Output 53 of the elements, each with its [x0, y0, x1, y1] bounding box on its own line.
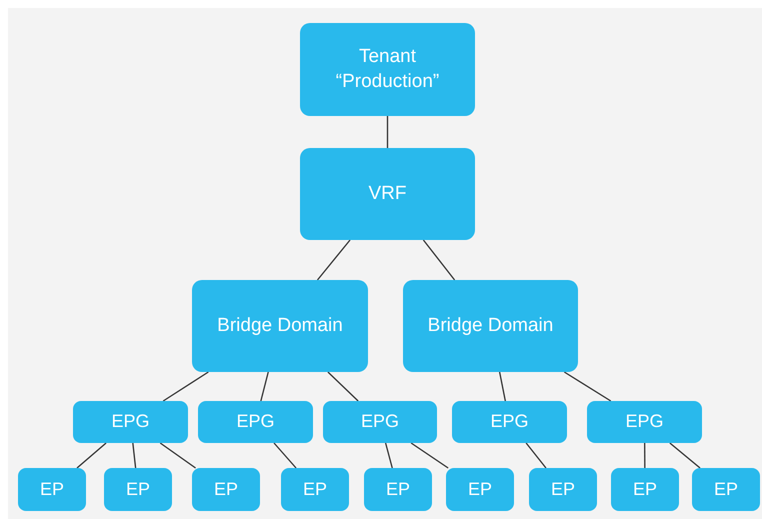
connector-line — [384, 442, 393, 468]
endpoint-box — [18, 468, 86, 511]
endpoint-box — [281, 468, 349, 511]
epg-box — [198, 401, 313, 443]
endpoint-box — [364, 468, 432, 511]
endpoint-box — [692, 468, 760, 511]
node-label: EP — [302, 478, 327, 501]
connector-line — [162, 371, 209, 402]
connector-line — [260, 372, 269, 402]
node-label: EPG — [111, 410, 150, 434]
node-label: EPG — [625, 410, 664, 434]
node-label: EP — [714, 478, 738, 501]
process-box — [403, 280, 578, 372]
connector-line — [274, 442, 297, 468]
connector-line — [76, 442, 106, 468]
connector-line — [526, 442, 546, 468]
endpoint-box — [446, 468, 514, 511]
epg-box — [587, 401, 702, 443]
connector-line — [160, 442, 196, 469]
node-label: EP — [40, 478, 64, 501]
connector-line — [669, 442, 700, 468]
node-label: Bridge Domain — [428, 314, 554, 338]
connector-line — [316, 240, 351, 280]
connector-line — [386, 116, 388, 148]
node-label: EPG — [360, 410, 399, 434]
process-box — [192, 280, 368, 372]
node-label: EP — [126, 478, 150, 501]
endpoint-box — [192, 468, 260, 511]
connector-line — [644, 443, 646, 468]
node-label: EPG — [236, 410, 274, 434]
node-label: VRF — [368, 182, 406, 206]
connector-line — [498, 372, 506, 402]
process-box — [300, 23, 475, 116]
node-label: EP — [632, 478, 657, 501]
epg-box — [323, 401, 437, 443]
node-label: EP — [550, 478, 575, 501]
node-label: EP — [468, 478, 492, 501]
connector-line — [132, 442, 136, 468]
node-label: EP — [386, 478, 410, 501]
connector-line — [327, 372, 359, 402]
epg-box — [452, 401, 567, 443]
connector-line — [410, 442, 449, 469]
connector-line — [422, 240, 456, 280]
node-label: EPG — [490, 410, 528, 434]
endpoint-box — [611, 468, 679, 511]
connector-line — [564, 371, 612, 402]
endpoint-box — [529, 468, 597, 511]
endpoint-box — [104, 468, 172, 511]
node-label: Bridge Domain — [217, 314, 343, 338]
node-label: Tenant “Production” — [334, 44, 440, 94]
process-box — [300, 148, 475, 240]
epg-box — [73, 401, 188, 443]
node-label: EP — [214, 478, 238, 501]
